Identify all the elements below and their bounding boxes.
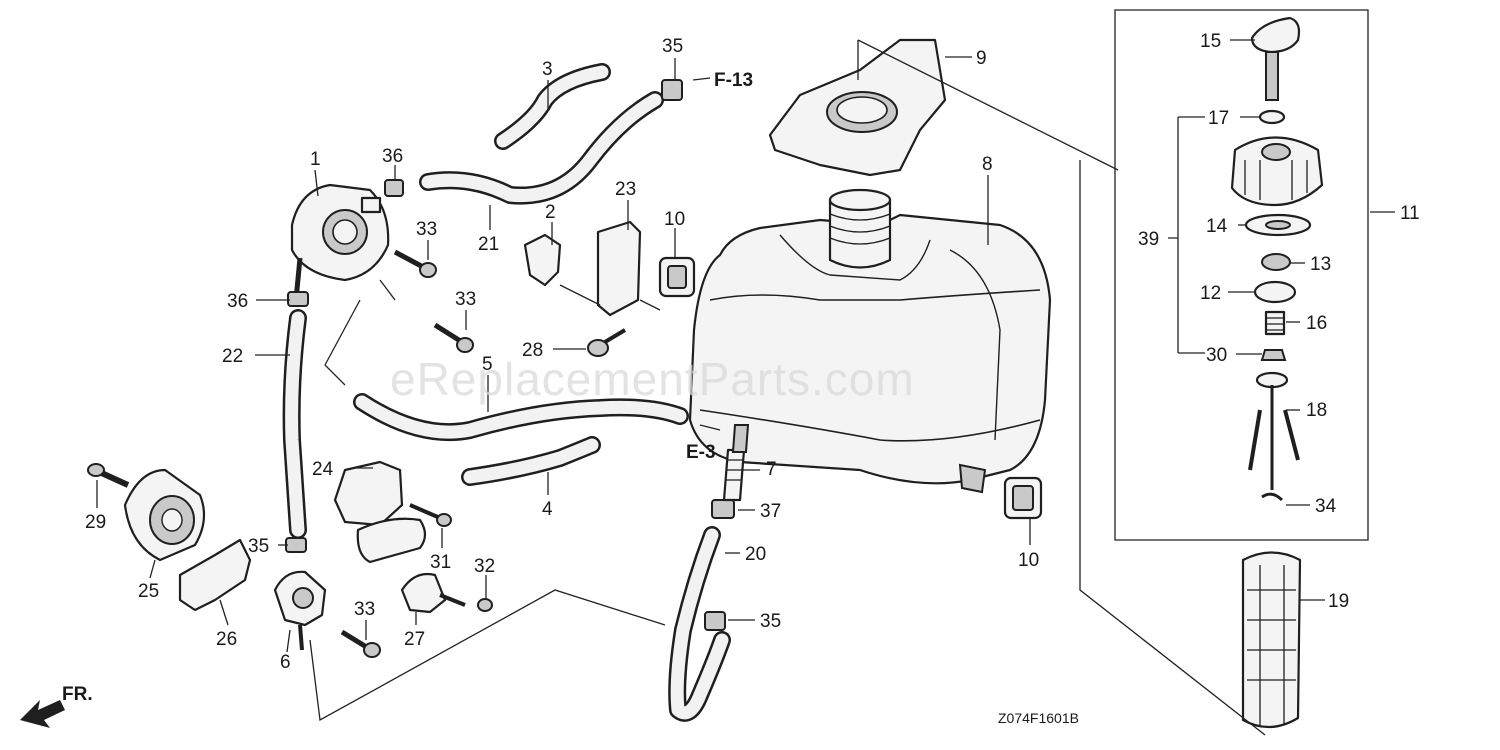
callout-24: 24 xyxy=(312,459,334,480)
callout-31: 31 xyxy=(430,552,451,573)
callout-36-a: 36 xyxy=(382,146,403,167)
bracket-26[interactable] xyxy=(178,538,252,612)
callout-7: 7 xyxy=(766,459,777,480)
tank-cover[interactable] xyxy=(768,38,947,177)
callout-35-top: 35 xyxy=(662,36,683,57)
fuel-cap-knob[interactable] xyxy=(1250,16,1301,101)
tube-joint-7 xyxy=(722,424,750,502)
callout-3: 3 xyxy=(542,59,553,80)
bolt-28 xyxy=(587,328,627,357)
callout-11: 11 xyxy=(1400,203,1420,224)
callout-35-bottom: 35 xyxy=(760,611,781,632)
fuel-tank[interactable] xyxy=(688,213,1052,494)
reference-e3: E-3 xyxy=(686,442,716,463)
callout-28: 28 xyxy=(522,340,543,361)
screw-31 xyxy=(409,503,452,527)
screw-29 xyxy=(87,463,130,488)
callout-4: 4 xyxy=(542,499,553,520)
hose-clip-35-left xyxy=(285,537,307,553)
callout-33-a: 33 xyxy=(416,219,437,240)
callout-22: 22 xyxy=(222,346,243,367)
callout-33-b: 33 xyxy=(455,289,476,310)
motor-25[interactable] xyxy=(123,468,206,562)
hose-clip-37 xyxy=(711,499,735,519)
cap-holder-12 xyxy=(1253,280,1297,304)
callout-25: 25 xyxy=(138,581,159,602)
screw-32 xyxy=(477,598,493,612)
hose-clip-36-a xyxy=(384,179,404,197)
callout-10-lower: 10 xyxy=(1018,550,1039,571)
bolt-33-c xyxy=(340,629,381,658)
callout-16: 16 xyxy=(1306,313,1327,334)
cap-washer-13 xyxy=(1261,253,1291,271)
hose-4[interactable] xyxy=(461,436,601,486)
fuel-gauge-float-18[interactable] xyxy=(1248,371,1300,490)
callout-23: 23 xyxy=(615,179,636,200)
fuel-cock-6[interactable] xyxy=(273,570,327,651)
float-clip-34 xyxy=(1261,492,1284,502)
callout-19: 19 xyxy=(1328,591,1349,612)
callout-17: 17 xyxy=(1208,108,1229,129)
fuel-cap-seal-ring xyxy=(1258,109,1286,125)
callout-26: 26 xyxy=(216,629,237,650)
hose-3[interactable] xyxy=(494,63,611,150)
callout-6: 6 xyxy=(280,652,291,673)
callout-39: 39 xyxy=(1138,229,1159,250)
cap-nut-30 xyxy=(1260,349,1287,361)
front-marker-label: FR. xyxy=(62,684,93,705)
hose-clip-36-b xyxy=(287,291,309,307)
callout-27: 27 xyxy=(404,629,425,650)
callout-30: 30 xyxy=(1206,345,1227,366)
callout-15: 15 xyxy=(1200,31,1221,52)
bracket-23[interactable] xyxy=(596,220,642,317)
callout-36-b: 36 xyxy=(227,291,248,312)
callout-9: 9 xyxy=(976,48,987,69)
reference-f13: F-13 xyxy=(714,70,753,91)
callout-8: 8 xyxy=(982,154,993,175)
hose-20[interactable] xyxy=(668,526,731,722)
callout-34: 34 xyxy=(1315,496,1337,517)
callout-33-c: 33 xyxy=(354,599,375,620)
hose-5[interactable] xyxy=(353,393,689,442)
drawing-code: Z074F1601B xyxy=(998,710,1079,726)
rubber-mount-10-lower xyxy=(1003,476,1043,520)
fuel-cock[interactable] xyxy=(290,183,390,301)
callout-35-left: 35 xyxy=(248,536,269,557)
fuel-tank-filler-neck xyxy=(828,188,892,269)
callout-5: 5 xyxy=(482,354,493,375)
callout-2: 2 xyxy=(545,202,556,223)
callout-12: 12 xyxy=(1200,283,1221,304)
callout-20: 20 xyxy=(745,544,766,565)
clamp-2 xyxy=(523,233,562,287)
callout-10-upper: 10 xyxy=(664,209,685,230)
callout-32: 32 xyxy=(474,556,495,577)
fuel-cap-body[interactable] xyxy=(1230,136,1324,207)
cap-gasket xyxy=(1244,213,1312,237)
fuel-valve-24[interactable] xyxy=(333,460,427,564)
watermark: eReplacementParts.com xyxy=(390,353,915,405)
callout-13: 13 xyxy=(1310,254,1331,275)
cap-assembly-box xyxy=(857,9,1369,736)
tank-filter-19[interactable] xyxy=(1241,551,1302,729)
hose-21[interactable] xyxy=(419,91,664,205)
bolt-33-b xyxy=(433,322,474,353)
part-callouts: 1 2 3 4 5 6 7 8 9 10 10 11 12 13 14 15 1… xyxy=(85,31,1420,673)
callout-18: 18 xyxy=(1306,400,1327,421)
callout-29: 29 xyxy=(85,512,106,533)
fuel-valve-27[interactable] xyxy=(400,572,466,614)
hose-22[interactable] xyxy=(282,309,307,539)
hose-clip-35-bottom xyxy=(704,611,726,631)
callout-14: 14 xyxy=(1206,216,1228,237)
hose-clip-35-top xyxy=(661,79,683,101)
bolt-33-a xyxy=(393,249,437,278)
rubber-mount-10-upper xyxy=(658,256,696,298)
callout-21: 21 xyxy=(478,234,499,255)
callout-37: 37 xyxy=(760,501,781,522)
cap-spring-16 xyxy=(1264,310,1286,336)
front-direction-arrow: FR. xyxy=(20,684,93,728)
leader-lines xyxy=(96,39,1395,722)
callout-1: 1 xyxy=(310,149,321,170)
